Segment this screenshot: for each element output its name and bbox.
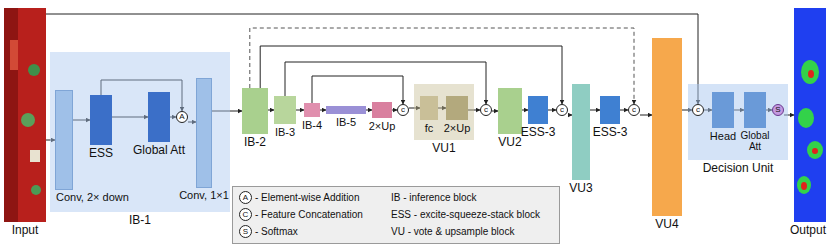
addition-node: A xyxy=(176,111,188,123)
connector xyxy=(590,110,600,111)
inference-block-region: IB-1Conv, 2× downESSGlobal AttAConv, 1×1 xyxy=(50,52,230,212)
connector xyxy=(620,110,628,111)
connector xyxy=(312,76,403,104)
connector xyxy=(296,110,304,111)
input-image: Input xyxy=(4,8,46,222)
upsample-block: 2×Up xyxy=(372,102,392,118)
block-label: Output xyxy=(790,224,826,237)
legend-box: - Element-wise Addition IB - inference bl… xyxy=(232,186,560,244)
output-map-blob xyxy=(797,176,811,194)
block-label: Conv, 1×1 xyxy=(179,189,229,201)
input-photo-object xyxy=(21,113,35,127)
ess-block: ESS-3 xyxy=(528,96,548,124)
upsample-block: 2×Up xyxy=(446,96,468,120)
legend-text: ESS - excite-squeeze-stack block xyxy=(391,208,540,221)
block-label: IB-4 xyxy=(302,119,322,131)
vote-upsample-block: VU4 xyxy=(652,38,682,216)
concat-node: c xyxy=(397,104,409,116)
inference-block: IB-2 xyxy=(242,88,268,134)
concat-node: c xyxy=(480,104,492,116)
block-label: c xyxy=(401,106,405,115)
block-label: VU1 xyxy=(432,142,455,155)
block-label: Global Att xyxy=(133,144,185,157)
output-image: Output xyxy=(794,8,826,222)
legend-symbol: S xyxy=(239,225,252,238)
block-label: IB-3 xyxy=(275,126,295,138)
block-label: S xyxy=(775,106,780,115)
vote-upsample-block: VU2 xyxy=(498,88,522,134)
output-map-blob xyxy=(801,60,819,84)
block-label: Global Att xyxy=(738,130,772,152)
concat-node: c xyxy=(692,104,704,116)
block-label: c xyxy=(696,106,700,115)
input-photo-object xyxy=(10,40,18,70)
head-block: Head xyxy=(712,92,734,128)
input-photo xyxy=(4,8,46,222)
input-photo-object xyxy=(31,185,41,195)
output-map-blob xyxy=(808,70,814,78)
attention-block: Global Att xyxy=(744,92,766,128)
input-photo-ground xyxy=(4,8,46,222)
fc-layer: fc xyxy=(420,96,438,120)
output-map-blob xyxy=(798,108,814,128)
block-label: Decision Unit xyxy=(703,162,774,175)
inference-block: IB-4 xyxy=(304,103,320,117)
block-label: c xyxy=(484,106,488,115)
legend-text: - Feature Concatenation xyxy=(255,208,363,221)
legend-symbol: A xyxy=(239,191,252,204)
conv-layer: Conv, 1×1 xyxy=(196,78,212,188)
block-label: IB-1 xyxy=(129,214,151,227)
concat-node: c xyxy=(628,104,640,116)
block-label: Head xyxy=(710,130,736,142)
input-photo-object xyxy=(28,64,40,76)
vote-upsample-region: VU1fc2×Up xyxy=(414,84,474,140)
block-label: IB-5 xyxy=(336,116,356,128)
block-label: ESS xyxy=(89,147,113,160)
decision-unit-region: Decision UnitcHeadGlobal AttS xyxy=(688,84,788,160)
block-label: c xyxy=(632,106,636,115)
connector xyxy=(640,115,652,116)
block-label: ESS-3 xyxy=(521,126,556,139)
block-label: VU3 xyxy=(569,182,592,195)
output-map xyxy=(794,8,826,222)
input-photo-object xyxy=(30,150,40,162)
block-label: Input xyxy=(12,224,39,237)
block-label: 2×Up xyxy=(369,120,396,132)
legend-text: - Softmax xyxy=(255,225,298,238)
ess-block: ESS xyxy=(90,95,112,145)
input-photo-shade xyxy=(4,8,18,222)
inference-block: IB-3 xyxy=(274,96,296,124)
legend-text: - Element-wise Addition xyxy=(255,191,360,204)
inference-block: IB-5 xyxy=(326,106,366,114)
block-label: VU4 xyxy=(655,218,678,231)
attention-block: Global Att xyxy=(148,92,170,142)
legend-text: IB - inference block xyxy=(391,191,477,204)
output-map-blob xyxy=(812,148,818,154)
conv-layer: Conv, 2× down xyxy=(55,90,73,190)
block-label: VU2 xyxy=(498,136,521,149)
legend-text: VU - vote & upsample block xyxy=(391,225,514,238)
ess-block: ESS-3 xyxy=(600,96,620,124)
block-label: ESS-3 xyxy=(593,126,628,139)
legend-symbol: C xyxy=(239,208,252,221)
block-label: A xyxy=(179,113,184,122)
block-label: c xyxy=(560,106,564,115)
output-map-blob xyxy=(807,141,823,159)
vote-upsample-block: VU3 xyxy=(572,84,590,180)
block-label: fc xyxy=(425,122,434,134)
connector xyxy=(548,110,556,111)
softmax-node: S xyxy=(772,104,784,116)
concat-node: c xyxy=(556,104,568,116)
block-label: 2×Up xyxy=(444,122,471,134)
block-label: IB-2 xyxy=(244,136,266,149)
output-map-ground xyxy=(794,8,826,222)
block-label: Conv, 2× down xyxy=(56,191,129,203)
output-map-blob xyxy=(801,182,807,190)
